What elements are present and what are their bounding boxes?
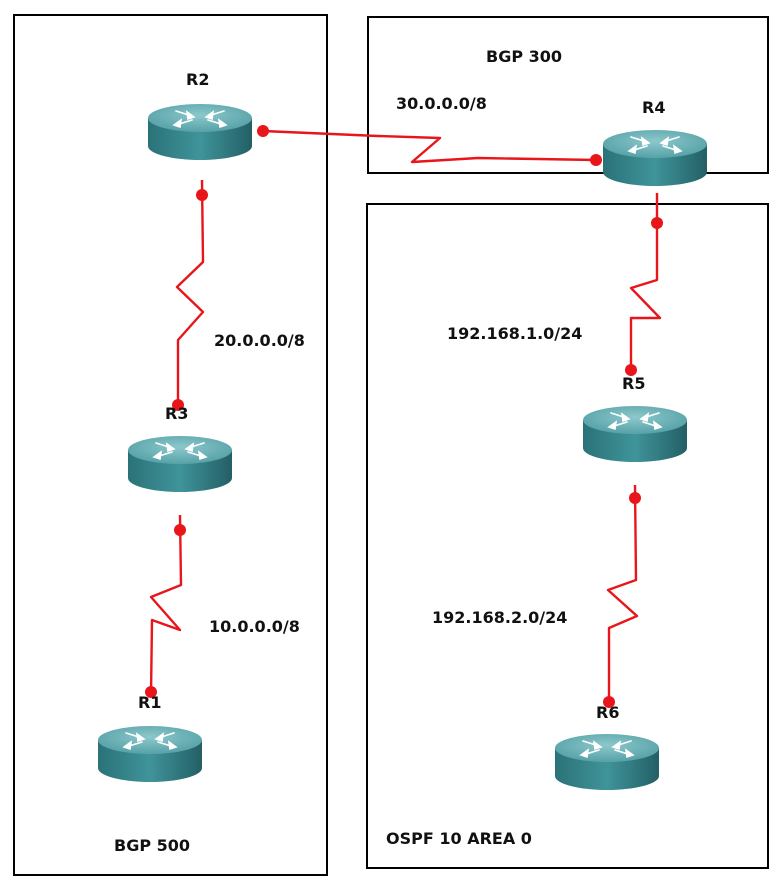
port-dot-r4-west [590,154,602,166]
network-label-r4-r5: 192.168.1.0/24 [447,324,582,343]
network-label-r5-r6: 192.168.2.0/24 [432,608,567,627]
zone-label-ospf: OSPF 10 AREA 0 [386,829,532,848]
router-label-r1: R1 [138,693,161,712]
network-label-r2-r3: 20.0.0.0/8 [214,331,305,350]
port-dot-r4-south [651,217,663,229]
router-label-r5: R5 [622,374,645,393]
port-dot-r1-north [145,686,157,698]
zone-box-ospf [366,203,769,869]
network-label-r3-r1: 10.0.0.0/8 [209,617,300,636]
router-label-r3: R3 [165,404,188,423]
link-r5-r6 [606,484,639,705]
router-icon-r4[interactable] [602,129,708,187]
router-icon-r1[interactable] [97,725,203,783]
zone-box-bgp300 [367,16,769,174]
link-r2-r4 [262,129,597,164]
link-r2-r3 [175,179,205,410]
port-dot-r2-south [196,189,208,201]
router-icon-r3[interactable] [127,435,233,493]
router-icon-r5[interactable] [582,405,688,463]
port-dot-r5-south [629,492,641,504]
network-label-r2-r4: 30.0.0.0/8 [396,94,487,113]
zone-box-bgp500 [13,14,328,876]
router-label-r6: R6 [596,703,619,722]
link-r4-r5 [629,193,662,372]
port-dot-r6-north [603,696,615,708]
router-label-r4: R4 [642,98,665,117]
port-dot-r2-east [257,125,269,137]
router-label-r2: R2 [186,70,209,89]
port-dot-r3-south [174,524,186,536]
port-dot-r3-north [172,399,184,411]
zone-label-bgp300: BGP 300 [486,47,562,66]
router-icon-r2[interactable] [147,103,253,161]
zone-label-bgp500: BGP 500 [114,836,190,855]
router-icon-r6[interactable] [554,733,660,791]
link-r3-r1 [149,514,183,696]
port-dot-r5-north [625,364,637,376]
